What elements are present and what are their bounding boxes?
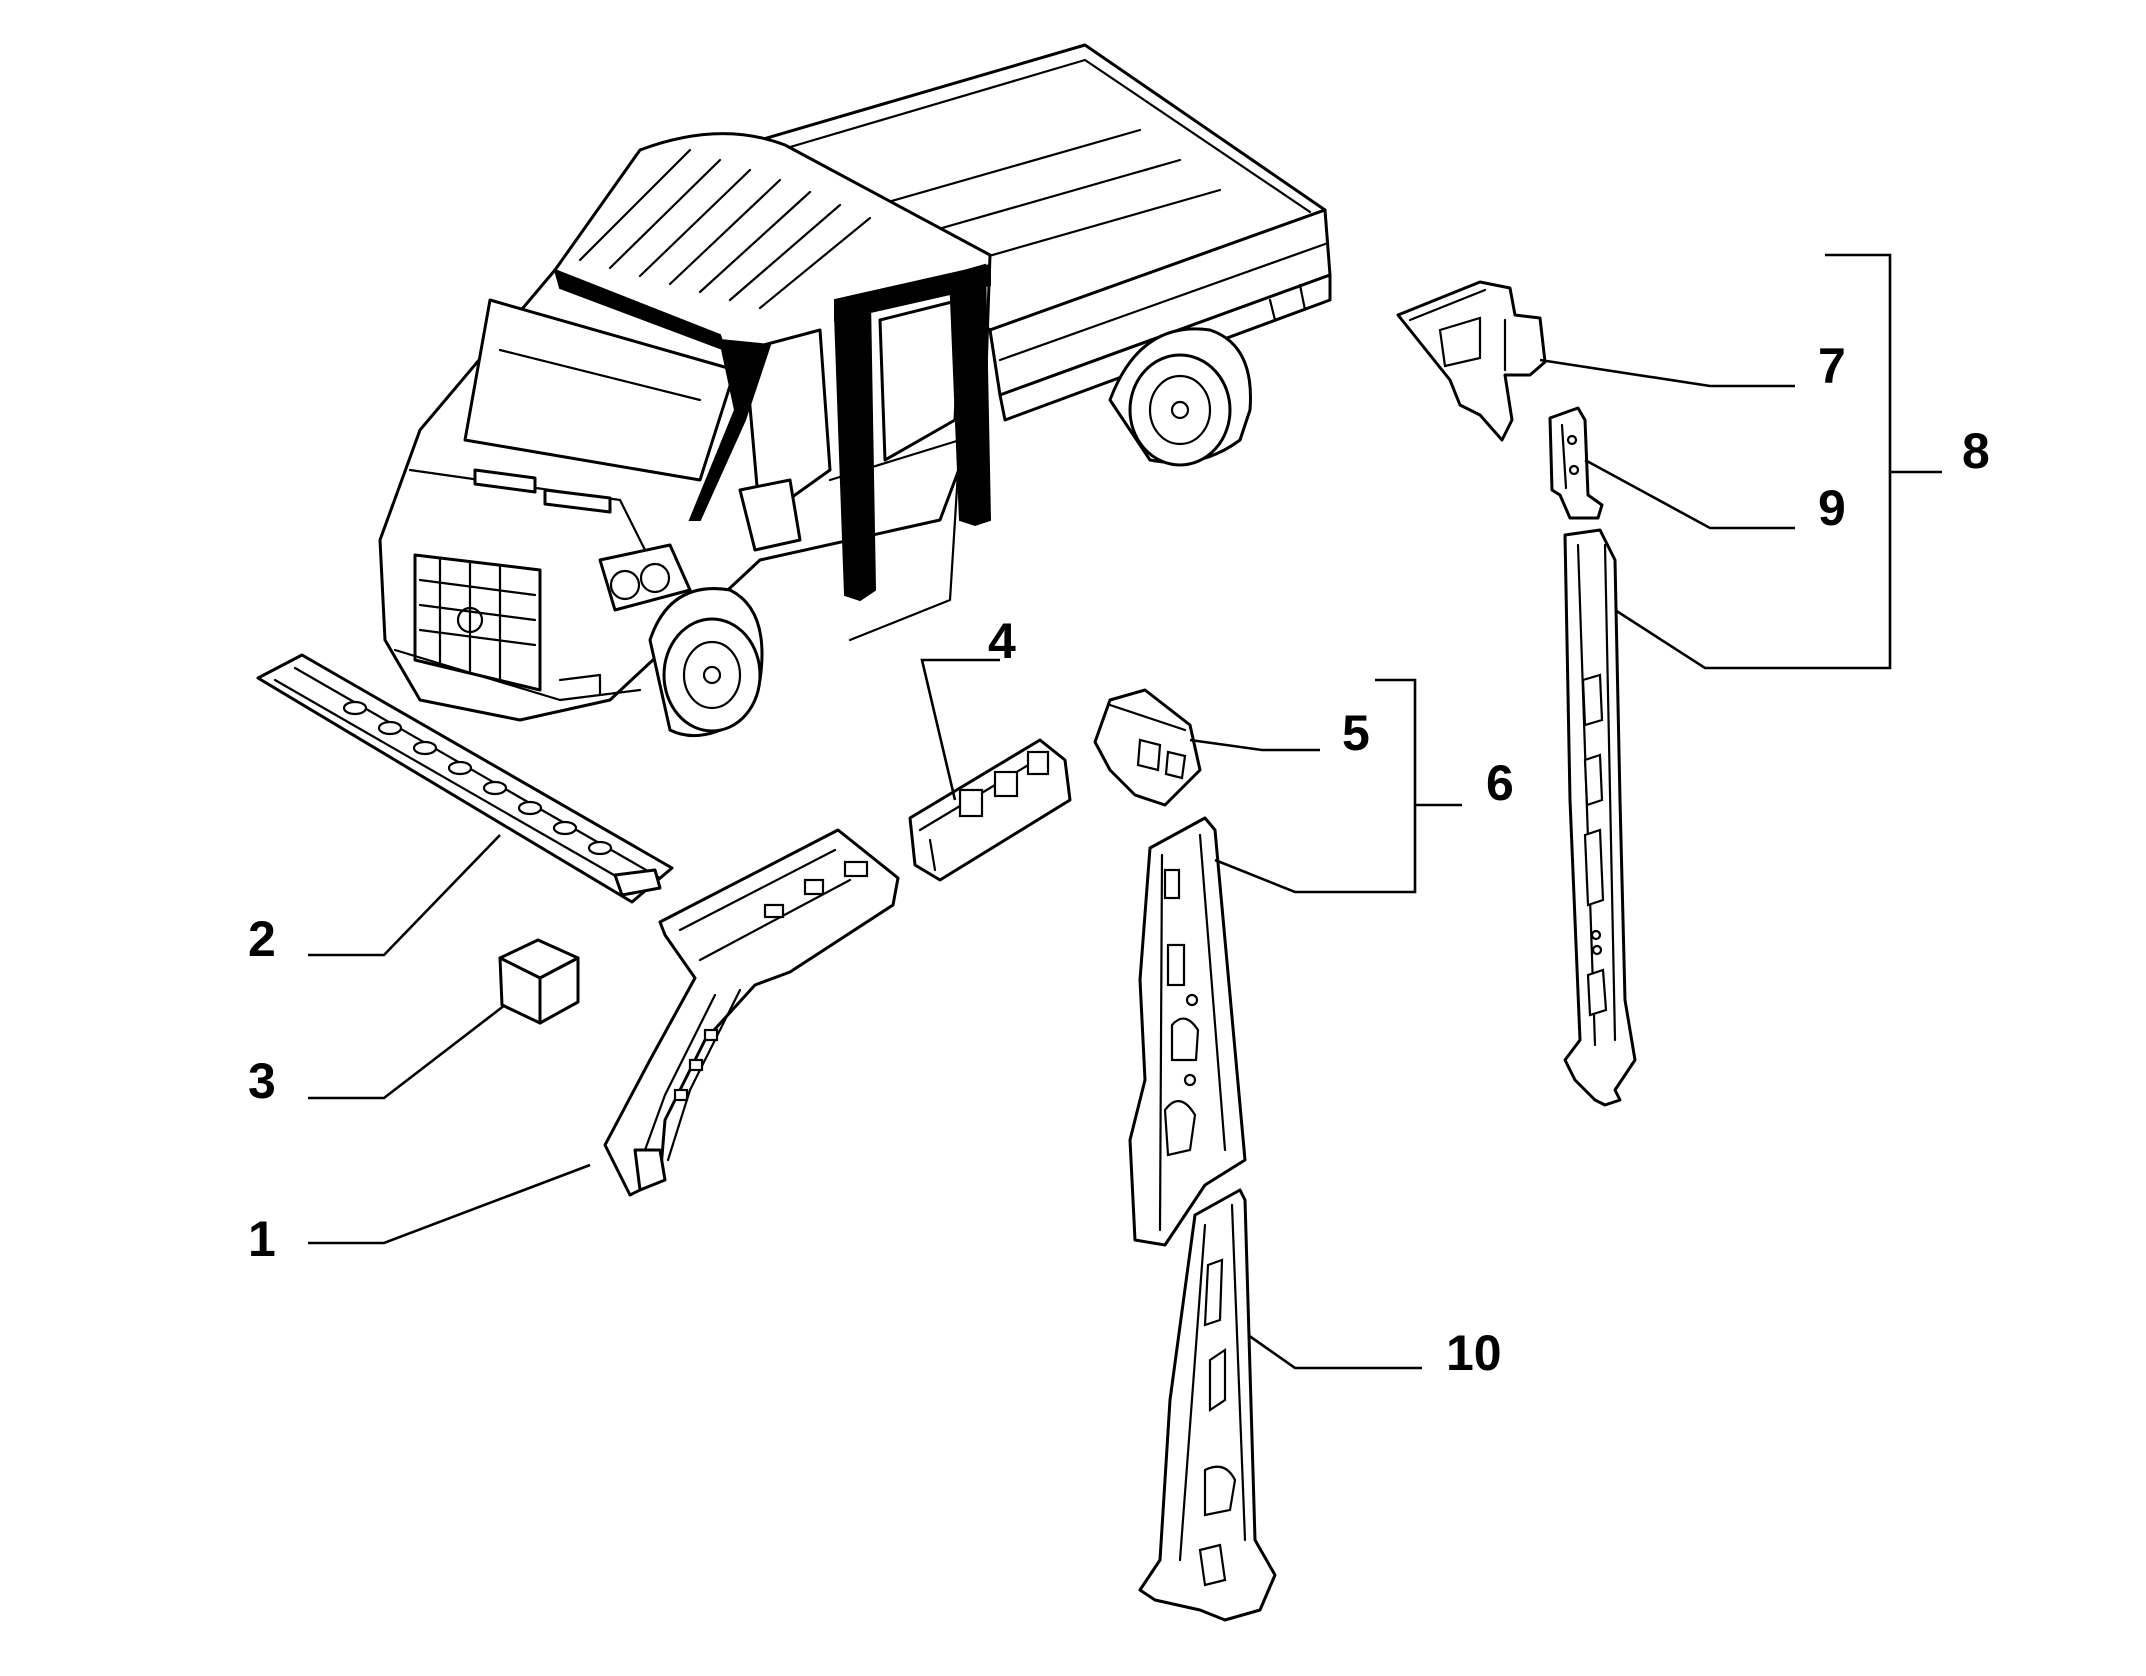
leader-5 xyxy=(1189,738,1320,752)
part-7-bracket xyxy=(1396,280,1547,442)
callout-7: 7 xyxy=(1818,338,1846,394)
part-10-lower-pillar xyxy=(1138,1188,1277,1622)
highlighted-parts xyxy=(553,263,992,602)
rear-wheel xyxy=(1108,327,1252,467)
front-wheel xyxy=(648,587,764,738)
callout-2: 2 xyxy=(248,911,276,967)
callout-5: 5 xyxy=(1342,705,1370,761)
part-9-tab xyxy=(1548,406,1604,520)
part-8-c-pillar xyxy=(1563,528,1637,1107)
leader-4 xyxy=(920,658,1000,801)
leader-lines xyxy=(308,253,1942,1370)
callout-1: 1 xyxy=(248,1211,276,1267)
part-4-bracket xyxy=(908,738,1072,882)
leader-10 xyxy=(1247,1333,1422,1370)
roof-rail-slots xyxy=(342,700,613,856)
part-5-bracket xyxy=(1093,688,1202,807)
leader-2 xyxy=(308,834,501,957)
leader-9 xyxy=(1584,458,1795,530)
cargo-bed xyxy=(758,43,1332,422)
callout-10: 10 xyxy=(1446,1325,1502,1381)
callout-6: 6 xyxy=(1486,755,1514,811)
callout-4: 4 xyxy=(988,613,1016,669)
part-2-roof-rail xyxy=(256,653,674,904)
leader-3 xyxy=(308,1003,506,1100)
bracket-8 xyxy=(1614,253,1892,670)
truck-overview xyxy=(378,43,1332,738)
bracket-6 xyxy=(1214,678,1417,894)
callout-3: 3 xyxy=(248,1053,276,1109)
part-6-b-pillar xyxy=(1128,816,1247,1247)
callout-numbers: 1 2 3 4 5 6 7 8 9 10 xyxy=(248,338,1990,1381)
callout-8: 8 xyxy=(1962,423,1990,479)
leader-7 xyxy=(1539,358,1795,388)
leader-1 xyxy=(308,1163,591,1245)
part-1-a-pillar xyxy=(603,828,900,1197)
callout-9: 9 xyxy=(1818,480,1846,536)
part-3-block xyxy=(498,938,580,1025)
